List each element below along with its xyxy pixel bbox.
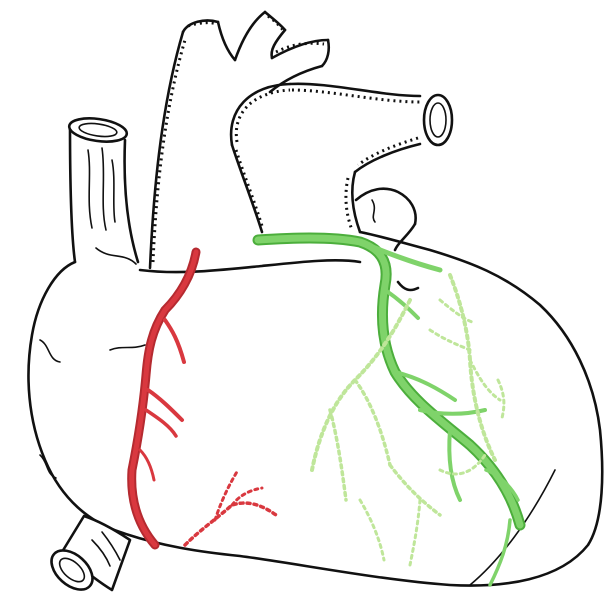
posterior-branches — [312, 275, 504, 565]
right-atrium — [40, 248, 360, 478]
inferior-vena-cava — [44, 516, 130, 597]
apex-line — [470, 470, 555, 585]
right-coronary-artery — [132, 252, 276, 545]
left-coronary-artery — [258, 238, 520, 585]
superior-vena-cava — [68, 115, 138, 262]
aorta — [150, 12, 329, 268]
pulmonary-artery — [231, 84, 452, 232]
